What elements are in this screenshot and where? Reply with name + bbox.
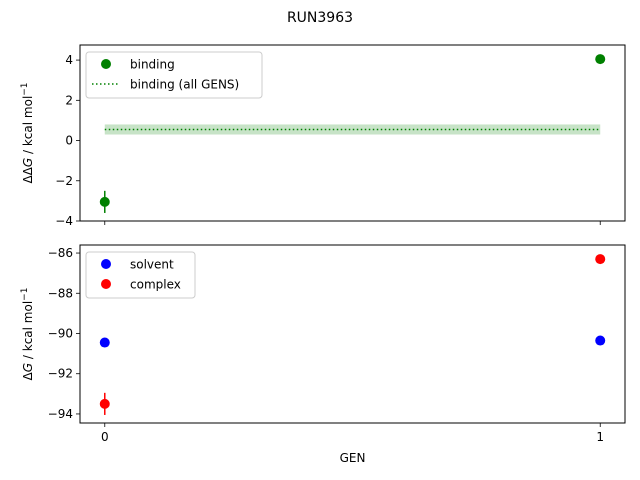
legend-label-band: binding (all GENS)	[130, 78, 239, 92]
complex-point	[595, 254, 606, 265]
free-energy-panel: −94 −92 −90 −88 −86 0 1 ΔG / kcal mol−1 GEN so…	[20, 244, 626, 465]
solvent-point	[99, 337, 110, 348]
binding-legend-box	[85, 51, 263, 99]
y-tick-label: −94	[48, 407, 73, 421]
y-tick-label: −4	[55, 214, 73, 228]
x-axis-label: GEN	[340, 451, 366, 465]
axes-frame	[79, 244, 626, 424]
binding-all-gens-band	[104, 124, 601, 135]
free-energy-y-axis-label: ΔG / kcal mol−1	[20, 288, 35, 381]
binding-panel: −4 −2 0 2 4 ΔΔG / kcal mol−1 binding binding…	[20, 44, 626, 228]
y-tick-label: −86	[48, 246, 73, 260]
free-energy-axes: −94 −92 −90 −88 −86 0 1	[48, 244, 626, 444]
binding-point	[99, 196, 110, 207]
chart-title: RUN3963	[287, 10, 353, 26]
binding-point	[595, 54, 606, 65]
legend-label-binding: binding	[130, 58, 175, 72]
y-tick-label: −92	[48, 367, 73, 381]
y-tick-label: −90	[48, 326, 73, 340]
axes-frame	[79, 44, 626, 222]
legend-marker-binding	[101, 59, 111, 69]
binding-axes: −4 −2 0 2 4	[55, 44, 626, 228]
binding-series-group	[99, 54, 606, 213]
legend-marker-complex	[101, 279, 111, 289]
legend-marker-solvent	[101, 259, 111, 269]
legend-label-complex: complex	[130, 278, 181, 292]
free-energy-series-group	[99, 254, 606, 415]
binding-band-group	[104, 124, 601, 135]
y-tick-label: 4	[65, 53, 73, 67]
y-tick-label: 2	[65, 93, 73, 107]
solvent-point	[595, 335, 606, 346]
complex-point	[99, 398, 110, 409]
binding-legend: binding binding (all GENS)	[85, 51, 263, 99]
x-tick-label: 0	[101, 430, 109, 444]
legend-label-solvent: solvent	[130, 258, 174, 272]
free-energy-legend-box	[85, 251, 196, 299]
y-tick-label: 0	[65, 134, 73, 148]
y-tick-label: −88	[48, 286, 73, 300]
x-tick-label: 1	[596, 430, 604, 444]
binding-y-axis-label: ΔΔG / kcal mol−1	[20, 82, 35, 183]
y-tick-label: −2	[55, 174, 73, 188]
free-energy-legend: solvent complex	[85, 251, 196, 299]
